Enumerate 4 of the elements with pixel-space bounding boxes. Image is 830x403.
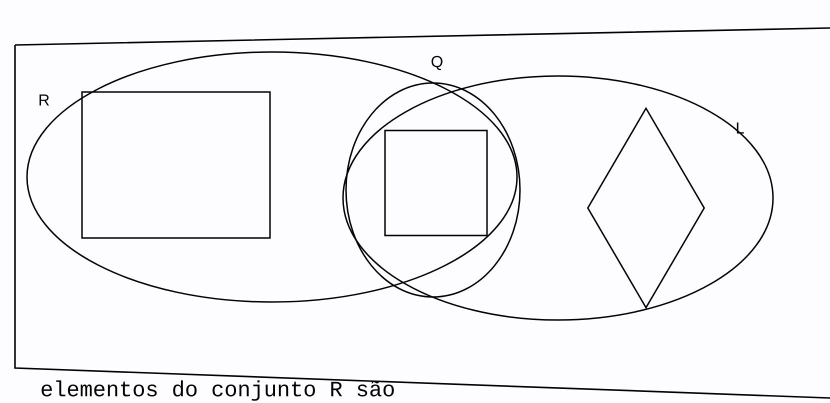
node-label: Q: [432, 56, 442, 70]
square-shape: [384, 130, 488, 236]
caption-text: elementos do conjunto R são: [42, 380, 394, 401]
rectangle-shape: [81, 91, 271, 239]
